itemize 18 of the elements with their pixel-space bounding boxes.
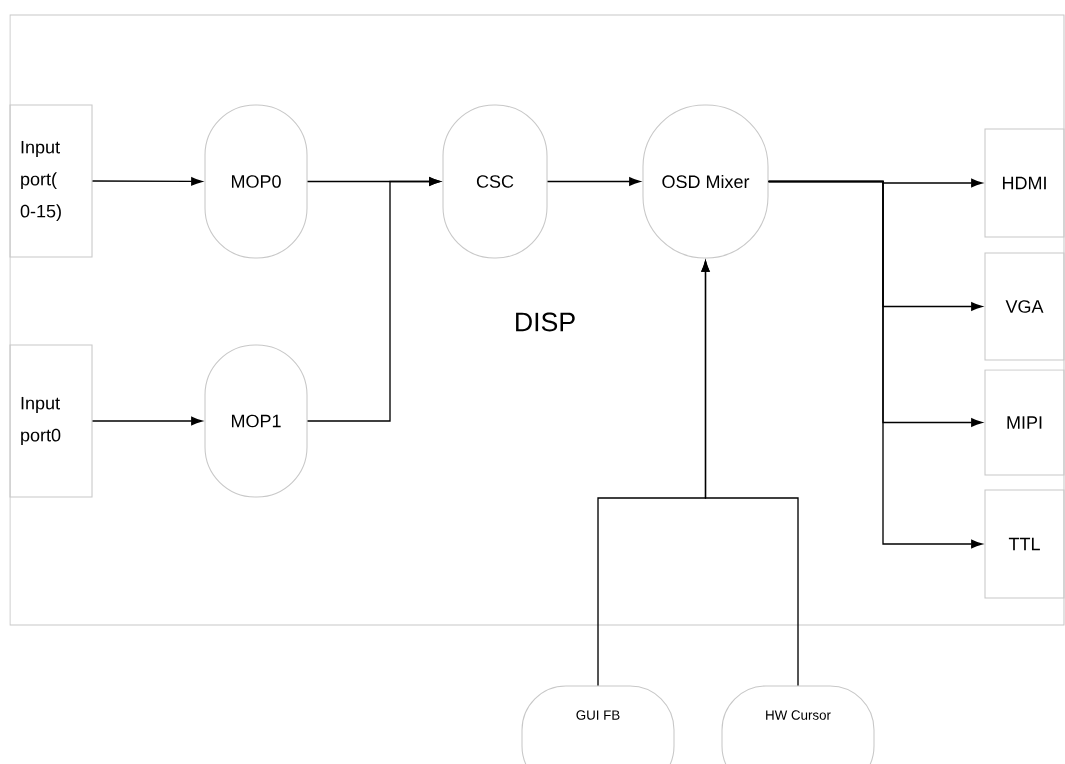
input-box: Input port0: [9, 344, 93, 498]
process-block: CSC: [442, 104, 548, 259]
output-box: TTL: [984, 489, 1065, 599]
arrow: [306, 177, 441, 422]
output-box: VGA: [984, 252, 1065, 361]
process-block: MOP1: [204, 344, 308, 498]
arrow: [91, 177, 203, 186]
source-block: HW Cursor: [721, 685, 875, 764]
input-box: Input port( 0-15): [9, 104, 93, 258]
arrow: [767, 180, 983, 549]
arrow: [546, 177, 641, 186]
arrow: [91, 416, 203, 426]
source-block: GUI FB: [521, 685, 675, 764]
output-box: MIPI: [984, 369, 1065, 476]
process-block: MOP0: [204, 104, 308, 259]
arrow: [701, 260, 799, 687]
output-box: HDMI: [984, 128, 1065, 238]
process-block: OSD Mixer: [642, 104, 769, 259]
